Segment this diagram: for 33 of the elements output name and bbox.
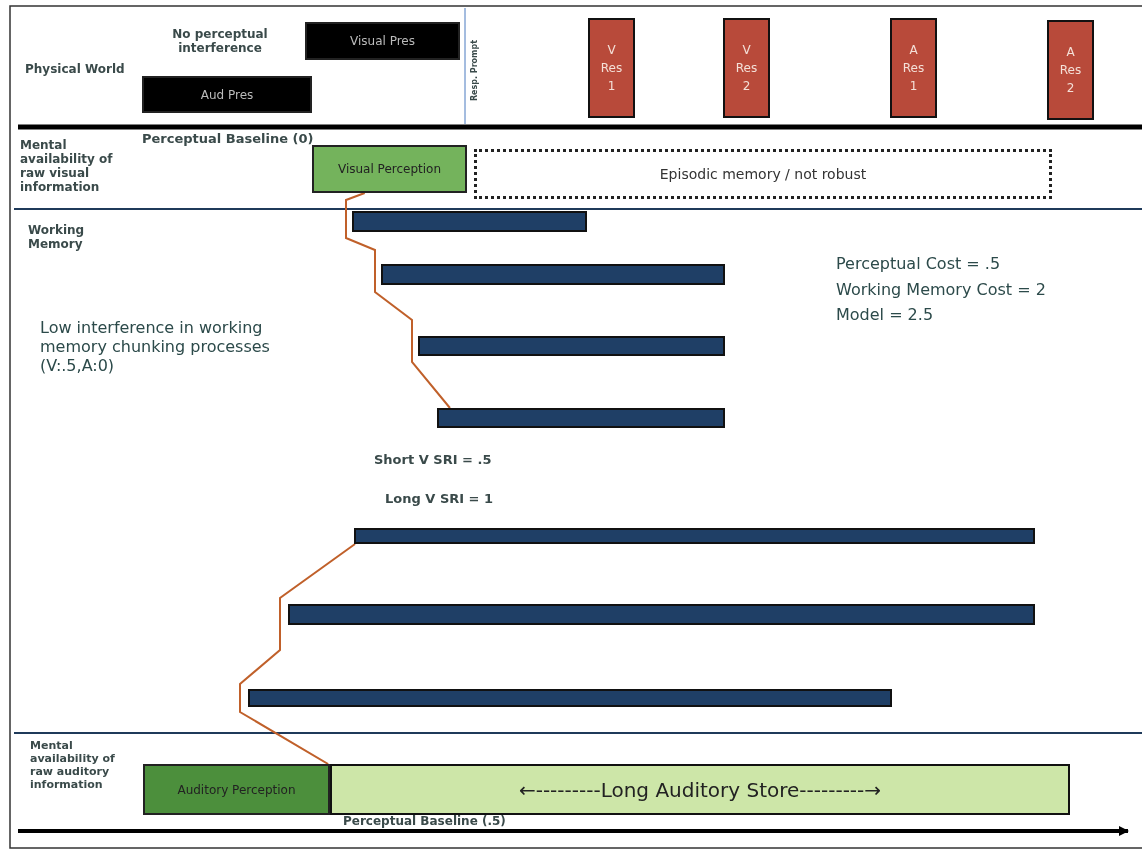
note-label: Low interference in working memory chunking processes (V:.5,A:0) bbox=[40, 318, 271, 375]
sri-label: Long V SRI = 1 bbox=[385, 491, 495, 506]
prompt-label: Resp. Prompt bbox=[470, 40, 479, 102]
memory-box: Episodic memory / not robust bbox=[474, 149, 1052, 199]
perception-box: Auditory Perception bbox=[143, 764, 330, 815]
response-box: A Res 2 bbox=[1047, 20, 1094, 120]
response-box: V Res 2 bbox=[723, 18, 770, 118]
memory-bar bbox=[248, 689, 892, 707]
connector-line bbox=[345, 192, 451, 409]
memory-bar bbox=[437, 408, 725, 428]
row-label: Mental availability of raw visual information bbox=[20, 138, 114, 194]
baseline-label: Perceptual Baseline (.5) bbox=[343, 814, 507, 828]
baseline-label: Perceptual Baseline (0) bbox=[142, 131, 315, 146]
cost-label: Working Memory Cost = 2 bbox=[836, 280, 1047, 299]
sri-label: Short V SRI = .5 bbox=[374, 452, 493, 467]
memory-bar bbox=[352, 211, 587, 232]
response-box: A Res 1 bbox=[890, 18, 937, 118]
row-label: Physical World bbox=[25, 62, 126, 76]
perception-box: Visual Perception bbox=[312, 145, 467, 193]
connector-line bbox=[239, 543, 356, 765]
store-box: ←---------Long Auditory Store---------→ bbox=[330, 764, 1070, 815]
memory-bar bbox=[354, 528, 1035, 544]
memory-bar bbox=[288, 604, 1035, 625]
response-box: V Res 1 bbox=[588, 18, 635, 118]
presentation-box: Visual Pres bbox=[305, 22, 460, 60]
presentation-box: Aud Pres bbox=[142, 76, 312, 113]
row-label: Working Memory bbox=[28, 223, 86, 251]
model-label: Model = 2.5 bbox=[836, 305, 935, 324]
note-label: No perceptual interference bbox=[171, 27, 269, 55]
cost-label: Perceptual Cost = .5 bbox=[836, 254, 1002, 273]
memory-bar bbox=[381, 264, 725, 285]
memory-bar bbox=[418, 336, 725, 356]
row-label: Mental availability of raw auditory information bbox=[30, 739, 116, 791]
